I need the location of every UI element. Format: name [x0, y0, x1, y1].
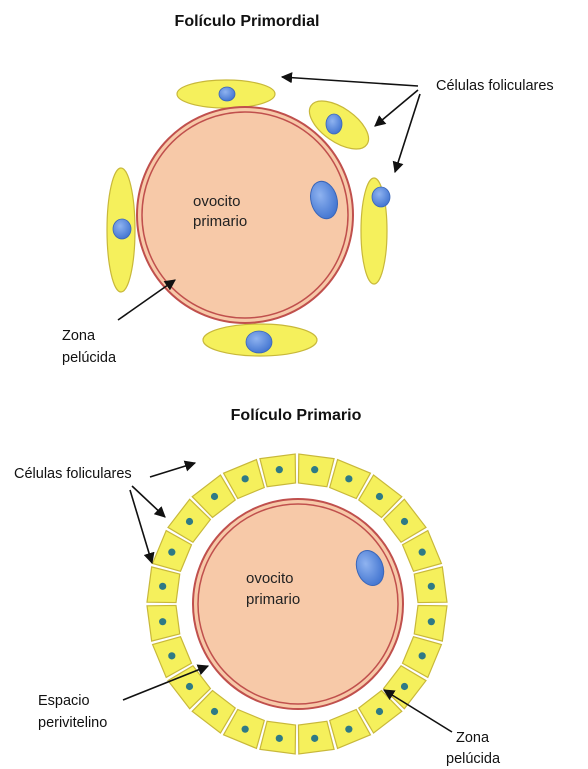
- primordial-zona-label-1: Zona: [62, 328, 96, 344]
- cell-nucleus: [311, 735, 318, 742]
- follicular-cell: [203, 324, 317, 356]
- cell-nucleus: [276, 466, 283, 473]
- cell-nucleus: [168, 652, 175, 659]
- primary-espacio-label-2: perivitelino: [38, 715, 107, 731]
- follicular-cell: [414, 567, 447, 603]
- follicular-cell: [107, 168, 135, 292]
- cell-nucleus: [376, 708, 383, 715]
- cell-nucleus: [376, 493, 383, 500]
- primary-espacio-label-1: Espacio: [38, 693, 90, 709]
- cell-nucleus: [168, 549, 175, 556]
- follicular-cell: [147, 567, 180, 603]
- primary-oocyte-label-1: ovocito: [246, 570, 294, 587]
- follicular-cell: [147, 605, 180, 641]
- follicular-cell: [260, 454, 296, 487]
- primary-follicular-cells-label: Células foliculares: [14, 466, 132, 482]
- arrow: [150, 463, 195, 477]
- follicular-cell: [298, 721, 334, 754]
- cell-nucleus: [246, 331, 272, 353]
- follicular-cell: [177, 80, 275, 108]
- primary-follicle: Folículo Primario ovocito primario Célul…: [14, 407, 501, 767]
- primary-oocyte-label-2: primario: [246, 591, 300, 608]
- primary-oocyte: ovocito primario: [193, 499, 403, 709]
- primordial-oocyte-label-1: ovocito: [193, 193, 241, 210]
- cell-nucleus: [211, 708, 218, 715]
- cell-nucleus: [113, 219, 131, 239]
- follicular-cell: [414, 605, 447, 641]
- primordial-follicular-cells-label: Células foliculares: [436, 78, 554, 94]
- follicular-cell: [260, 721, 296, 754]
- arrow: [282, 77, 418, 86]
- primordial-oocyte: ovocito primario: [137, 107, 353, 323]
- cell-nucleus: [219, 87, 235, 101]
- follicular-cell: [298, 454, 334, 487]
- primary-zona-label-2: pelúcida: [446, 751, 501, 767]
- primordial-follicle: Folículo Primordial: [62, 13, 554, 366]
- cell-nucleus: [428, 583, 435, 590]
- cell-nucleus: [419, 652, 426, 659]
- cell-nucleus: [428, 618, 435, 625]
- cell-nucleus: [372, 187, 390, 207]
- primary-title: Folículo Primario: [231, 407, 362, 424]
- primary-zona-label-1: Zona: [456, 730, 490, 746]
- cell-nucleus: [401, 518, 408, 525]
- cell-nucleus: [311, 466, 318, 473]
- cell-nucleus: [211, 493, 218, 500]
- cell-nucleus: [345, 475, 352, 482]
- cell-nucleus: [419, 549, 426, 556]
- follicular-cell: [361, 178, 390, 284]
- cell-nucleus: [242, 475, 249, 482]
- cell-nucleus: [276, 735, 283, 742]
- primordial-oocyte-label-2: primario: [193, 213, 247, 230]
- cell-nucleus: [186, 518, 193, 525]
- cell-nucleus: [401, 683, 408, 690]
- cell-nucleus: [186, 683, 193, 690]
- cell-nucleus: [242, 726, 249, 733]
- primordial-title: Folículo Primordial: [175, 13, 320, 30]
- cell-nucleus: [345, 726, 352, 733]
- primordial-zona-label-2: pelúcida: [62, 350, 117, 366]
- cell-nucleus: [326, 114, 342, 134]
- cell-nucleus: [159, 618, 166, 625]
- cell-nucleus: [159, 583, 166, 590]
